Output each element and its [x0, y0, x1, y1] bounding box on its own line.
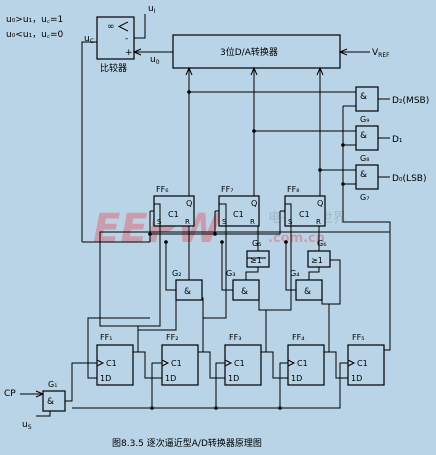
- input-us: uS: [22, 420, 32, 431]
- comparator: ∞ - + 比较器: [96, 16, 135, 74]
- output-d1: D₁: [392, 135, 403, 145]
- gate-g8: & G₈: [355, 125, 379, 163]
- shift-ff3: FF₃ C1 1D: [224, 333, 262, 386]
- comparator-minus: -: [125, 34, 128, 44]
- svg-text:1D: 1D: [165, 374, 176, 383]
- comparator-symbol: ∞: [107, 22, 115, 32]
- svg-text:R: R: [250, 218, 255, 226]
- svg-text:C1: C1: [357, 359, 368, 368]
- svg-text:C1: C1: [233, 210, 244, 219]
- svg-text:C1: C1: [168, 210, 179, 219]
- output-d0: D₀(LSB): [392, 174, 426, 184]
- svg-text:G₉: G₉: [360, 115, 369, 124]
- svg-text:R: R: [185, 218, 190, 226]
- shift-ff1: FF₁ C1 1D: [96, 333, 134, 386]
- shift-ff2: FF₂ C1 1D: [161, 333, 199, 386]
- gate-g6: G₆ ≥1: [307, 239, 331, 268]
- label-uo: u0: [150, 55, 160, 66]
- svg-text:≥1: ≥1: [311, 256, 323, 265]
- svg-text:Q: Q: [251, 199, 257, 208]
- svg-text:FF₆: FF₆: [156, 185, 168, 194]
- svg-text:G₁: G₁: [48, 380, 57, 389]
- svg-text:≥1: ≥1: [250, 256, 262, 265]
- svg-text:FF₄: FF₄: [292, 333, 304, 342]
- output-d2: D₂(MSB): [392, 96, 429, 106]
- label-ui: uI: [148, 4, 156, 15]
- svg-text:C1: C1: [171, 359, 182, 368]
- svg-text:&: &: [360, 92, 367, 102]
- svg-text:C1: C1: [106, 359, 117, 368]
- svg-text:G₄: G₄: [290, 269, 299, 278]
- dac-label: 3位D/A转换器: [220, 46, 278, 58]
- latch-ff7: FF₇ C1 Q S R: [218, 185, 260, 227]
- svg-text:&: &: [241, 287, 248, 297]
- dac-block: 3位D/A转换器: [172, 34, 341, 69]
- svg-text:G₈: G₈: [360, 154, 369, 163]
- svg-text:G₆: G₆: [317, 239, 326, 248]
- input-cp: CP: [4, 389, 16, 399]
- svg-text:1D: 1D: [100, 374, 111, 383]
- svg-text:FF₇: FF₇: [221, 185, 233, 194]
- svg-text:&: &: [360, 170, 367, 180]
- svg-text:1D: 1D: [228, 374, 239, 383]
- svg-text:&: &: [360, 131, 367, 141]
- label-vref: VREF: [372, 48, 390, 59]
- svg-text:S: S: [222, 218, 227, 226]
- svg-text:1D: 1D: [291, 374, 302, 383]
- shift-ff5: FF₅ C1 1D: [347, 333, 385, 386]
- svg-text:G₅: G₅: [252, 239, 261, 248]
- comparator-label: 比较器: [100, 62, 127, 74]
- shift-ff4: FF₄ C1 1D: [287, 333, 325, 386]
- comparator-triangle-icon: [117, 21, 129, 32]
- svg-text:&: &: [47, 397, 54, 407]
- svg-text:FF₈: FF₈: [287, 185, 299, 194]
- comparator-plus: +: [125, 48, 133, 58]
- gate-g4: G₄ &: [290, 269, 323, 301]
- svg-text:C1: C1: [234, 359, 245, 368]
- svg-text:FF₃: FF₃: [229, 333, 241, 342]
- svg-text:G₂: G₂: [172, 269, 181, 278]
- svg-text:Q: Q: [317, 199, 323, 208]
- svg-text:G₃: G₃: [226, 269, 235, 278]
- svg-text:C1: C1: [299, 210, 310, 219]
- caption: 图8.3.5 逐次逼近型A/D转换器原理图: [112, 437, 262, 449]
- svg-text:C1: C1: [297, 359, 308, 368]
- svg-text:1D: 1D: [351, 374, 362, 383]
- svg-text:G₇: G₇: [360, 193, 369, 202]
- condition-line-1: u₀>u₁，u꜀=1: [6, 15, 63, 25]
- gate-g9: & G₉: [355, 86, 379, 124]
- label-uc: uC: [84, 34, 94, 45]
- gate-g1: G₁ &: [42, 380, 66, 412]
- svg-text:FF₅: FF₅: [352, 333, 364, 342]
- svg-text:&: &: [304, 287, 311, 297]
- svg-text:Q: Q: [186, 199, 192, 208]
- watermark-url: .com.cn: [268, 231, 325, 246]
- svg-text:R: R: [316, 218, 321, 226]
- svg-text:FF₁: FF₁: [100, 333, 112, 342]
- gate-g3: G₃ &: [226, 269, 260, 301]
- condition-line-2: u₀<u₁，u꜀=0: [6, 30, 64, 40]
- svg-text:&: &: [184, 287, 191, 297]
- svg-text:FF₂: FF₂: [166, 333, 178, 342]
- gate-g2: G₂ &: [172, 269, 203, 301]
- gate-g7: & G₇: [355, 164, 379, 202]
